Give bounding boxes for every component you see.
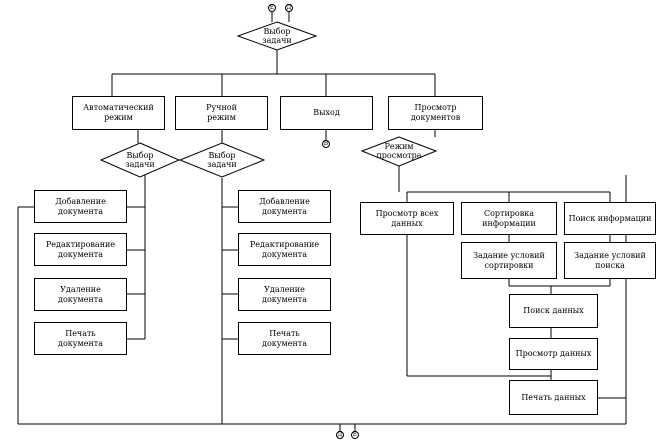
view-mode-decision-label: Режим просмотра <box>376 142 422 160</box>
view-data-box: Просмотр данных <box>509 338 598 370</box>
auto-decision-diamond <box>99 142 181 178</box>
search-info-box: Поиск информации <box>564 202 656 235</box>
manual-decision-label: Выбор задачи <box>207 151 237 169</box>
auto-decision-label: Выбор задачи <box>125 151 155 169</box>
top-decision-diamond <box>236 21 318 51</box>
print-data-box: Печать данных <box>509 380 598 415</box>
connector-exit: В <box>322 140 330 148</box>
manual-decision-diamond <box>178 142 266 178</box>
connector-bottom-left: Д <box>336 431 344 439</box>
top-decision-label: Выбор задачи <box>262 27 292 45</box>
find-data-box: Поиск данных <box>509 294 598 328</box>
connector-top-right: Д <box>285 4 293 12</box>
mode-exit-box: Выход <box>280 96 373 130</box>
connector-bottom-right: Е <box>351 431 359 439</box>
view-mode-decision-diamond <box>360 136 438 167</box>
connector-top-left: Е <box>268 4 276 12</box>
